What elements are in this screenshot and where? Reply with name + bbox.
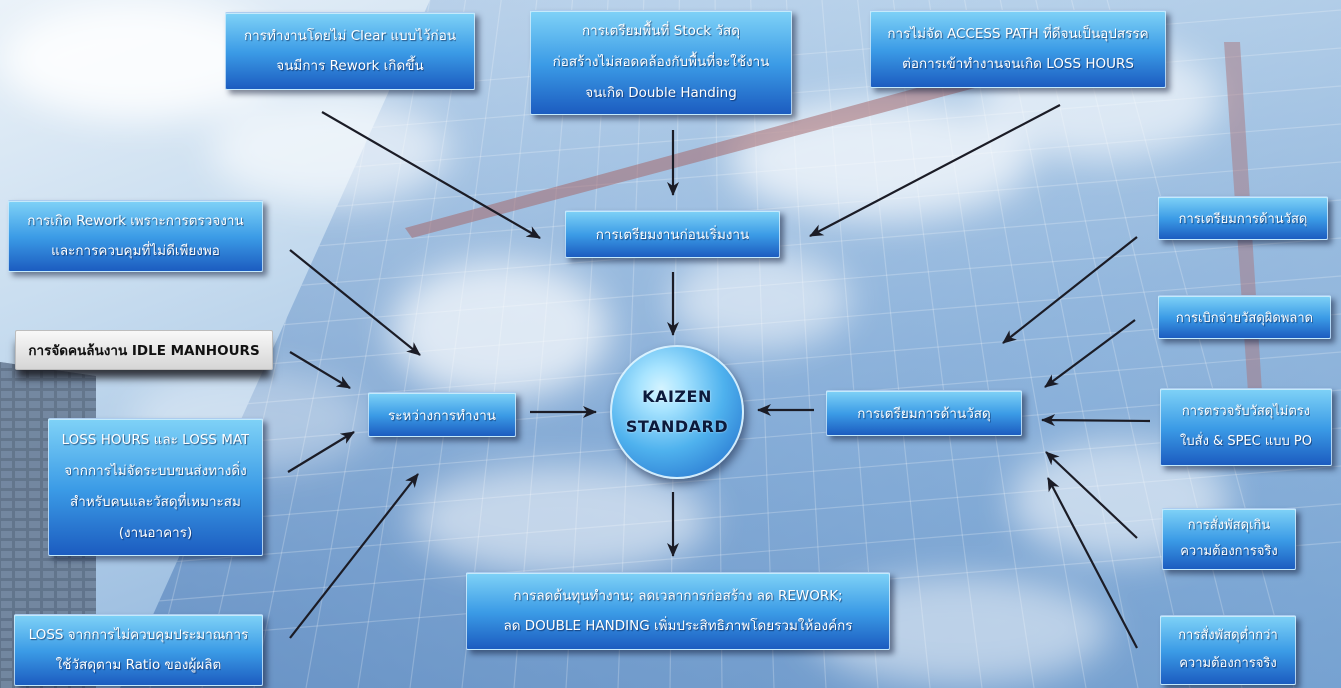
cloud	[410, 465, 710, 575]
arrow-unclear-drawings-to-pre-work	[321, 111, 541, 239]
box-label-line: ใบสั่ง & SPEC แบบ PO	[1180, 434, 1312, 449]
box-rework-inspection-control: การเกิด Rework เพราะการตรวจงาน และการควบ…	[8, 200, 263, 272]
arrow-receipt-mismatch-to-material-prep	[1041, 414, 1151, 427]
facade-mullion-line	[999, 0, 1139, 688]
facade-mullion-line	[928, 0, 1035, 688]
box-stock-area-double-handling: การเตรียมพื้นที่ Stock วัสดุ ก่อสร้างไม่…	[530, 10, 792, 115]
box-label-line: LOSS HOURS และ LOSS MAT	[61, 432, 250, 448]
cloud	[0, 0, 280, 120]
box-label-line: LOSS จากการไม่ควบคุมประมาณการ	[28, 627, 249, 643]
facade-mullion-line	[409, 0, 502, 688]
hub-label-line: STANDARD	[625, 417, 729, 436]
box-pre-work-preparation: การเตรียมงานก่อนเริ่มงาน	[565, 210, 780, 258]
box-label-line: การจัดคนล้นงาน IDLE MANHOURS	[28, 343, 260, 359]
cloud	[390, 260, 610, 400]
box-label-line: ความต้องการจริง	[1180, 544, 1278, 559]
box-label-line: จากการไม่จัดระบบขนส่งทางดิ่ง	[64, 463, 247, 479]
box-material-preparation-issue: การเตรียมการด้านวัสดุ	[1158, 196, 1328, 240]
diagonal-beam	[405, 42, 1095, 238]
box-label-line: การตรวจรับวัสดุไม่ตรง	[1181, 404, 1311, 419]
box-over-ordering: การสั่งพัสดุเกิน ความต้องการจริง	[1162, 508, 1296, 570]
facade-mullion-line	[1035, 0, 1191, 688]
facade-mullion-line	[892, 0, 983, 688]
box-label-line: (งานอาคาร)	[118, 525, 193, 541]
box-material-dispatch-error: การเบิกจ่ายวัสดุผิดพลาด	[1158, 295, 1331, 339]
box-rework-from-unclear-drawings: การทำงานโดยไม่ Clear แบบไว้ก่อน จนมีการ …	[225, 12, 475, 90]
box-material-ratio-loss: LOSS จากการไม่ควบคุมประมาณการ ใช้วัสดุตา…	[14, 614, 263, 686]
box-label-line: ความต้องการจริง	[1179, 656, 1277, 671]
arrow-material-issue-to-material-prep	[1002, 236, 1138, 344]
box-label-line: การสั่งพัสดุเกิน	[1187, 518, 1271, 533]
arrow-access-path-to-pre-work	[809, 104, 1061, 237]
box-access-path-loss-hours: การไม่จัด ACCESS PATH ที่ดีจนเป็นอุปสรรค…	[870, 10, 1166, 88]
arrow-idle-manhours-to-during-work	[289, 351, 351, 389]
box-label-line: ระหว่างการทำงาน	[387, 407, 497, 424]
box-cost-reduction-outcome: การลดต้นทุนทำงาน; ลดเวลาการก่อสร้าง ลด R…	[466, 572, 890, 650]
facade-mullion-line	[964, 0, 1087, 688]
facade-mullion-line	[305, 0, 431, 688]
box-label-line: การเตรียมงานก่อนเริ่มงาน	[595, 227, 750, 243]
box-label-line: ลด DOUBLE HANDING เพิ่มประสิทธิภาพโดยรวม…	[503, 618, 853, 634]
box-label-line: การลดต้นทุนทำงาน; ลดเวลาการก่อสร้าง ลด R…	[513, 588, 843, 604]
box-label-line: การทำงานโดยไม่ Clear แบบไว้ก่อน	[243, 28, 457, 44]
facade-transom-line	[120, 465, 1341, 577]
kaizen-standard-hub: KAIZEN STANDARD	[610, 345, 744, 479]
box-label-line: ใช้วัสดุตาม Ratio ของผู้ผลิต	[55, 657, 222, 673]
cloud	[210, 95, 450, 205]
arrow-vertical-transport-to-during-work	[287, 431, 355, 473]
arrow-under-ordering-to-material-prep	[1047, 477, 1138, 649]
box-label-line: การเบิกจ่ายวัสดุผิดพลาด	[1175, 310, 1314, 326]
box-label-line: และการควบคุมที่ไม่ดีเพียงพอ	[51, 243, 220, 259]
box-vertical-transport-loss: LOSS HOURS และ LOSS MAT จากการไม่จัดระบบ…	[48, 418, 263, 556]
hub-label-line: KAIZEN	[642, 387, 712, 406]
facade-mullion-line	[1071, 0, 1243, 688]
facade-transom-line	[120, 503, 1341, 615]
box-label-line: การเกิด Rework เพราะการตรวจงาน	[27, 213, 244, 229]
facade-mullion-line	[1106, 0, 1295, 688]
box-label-line: การสั่งพัสดุต่ำกว่า	[1178, 628, 1278, 643]
arrow-dispatch-error-to-material-prep	[1044, 319, 1136, 388]
box-label-line: ต่อการเข้าทำงานจนเกิด LOSS HOURS	[902, 56, 1134, 72]
box-label-line: การเตรียมพื้นที่ Stock วัสดุ	[581, 23, 740, 39]
box-label-line: สำหรับคนและวัสดุที่เหมาะสม	[70, 494, 241, 510]
box-label-line: จนมีการ Rework เกิดขึ้น	[276, 58, 424, 74]
box-label-line: การเตรียมการด้านวัสดุ	[1178, 211, 1308, 227]
box-idle-manhours: การจัดคนล้นงาน IDLE MANHOURS	[15, 330, 273, 370]
cloud	[670, 250, 850, 350]
box-material-receipt-mismatch: การตรวจรับวัสดุไม่ตรง ใบสั่ง & SPEC แบบ …	[1160, 388, 1332, 466]
arrow-over-ordering-to-material-prep	[1045, 451, 1138, 539]
box-label-line: การเตรียมการด้านวัสดุ	[857, 406, 991, 422]
box-label-line: ก่อสร้างไม่สอดคล้องกับพื้นที่จะใช้งาน	[552, 54, 770, 70]
box-label-line: การไม่จัด ACCESS PATH ที่ดีจนเป็นอุปสรรค	[887, 26, 1149, 42]
box-under-ordering: การสั่งพัสดุต่ำกว่า ความต้องการจริง	[1160, 615, 1296, 685]
arrow-material-ratio-to-during-work	[289, 473, 419, 639]
box-label-line: จนเกิด Double Handing	[585, 85, 737, 101]
box-material-preparation: การเตรียมการด้านวัสดุ	[826, 390, 1022, 436]
box-during-work: ระหว่างการทำงาน	[368, 392, 516, 437]
arrow-inspection-rework-to-during-work	[289, 249, 421, 356]
